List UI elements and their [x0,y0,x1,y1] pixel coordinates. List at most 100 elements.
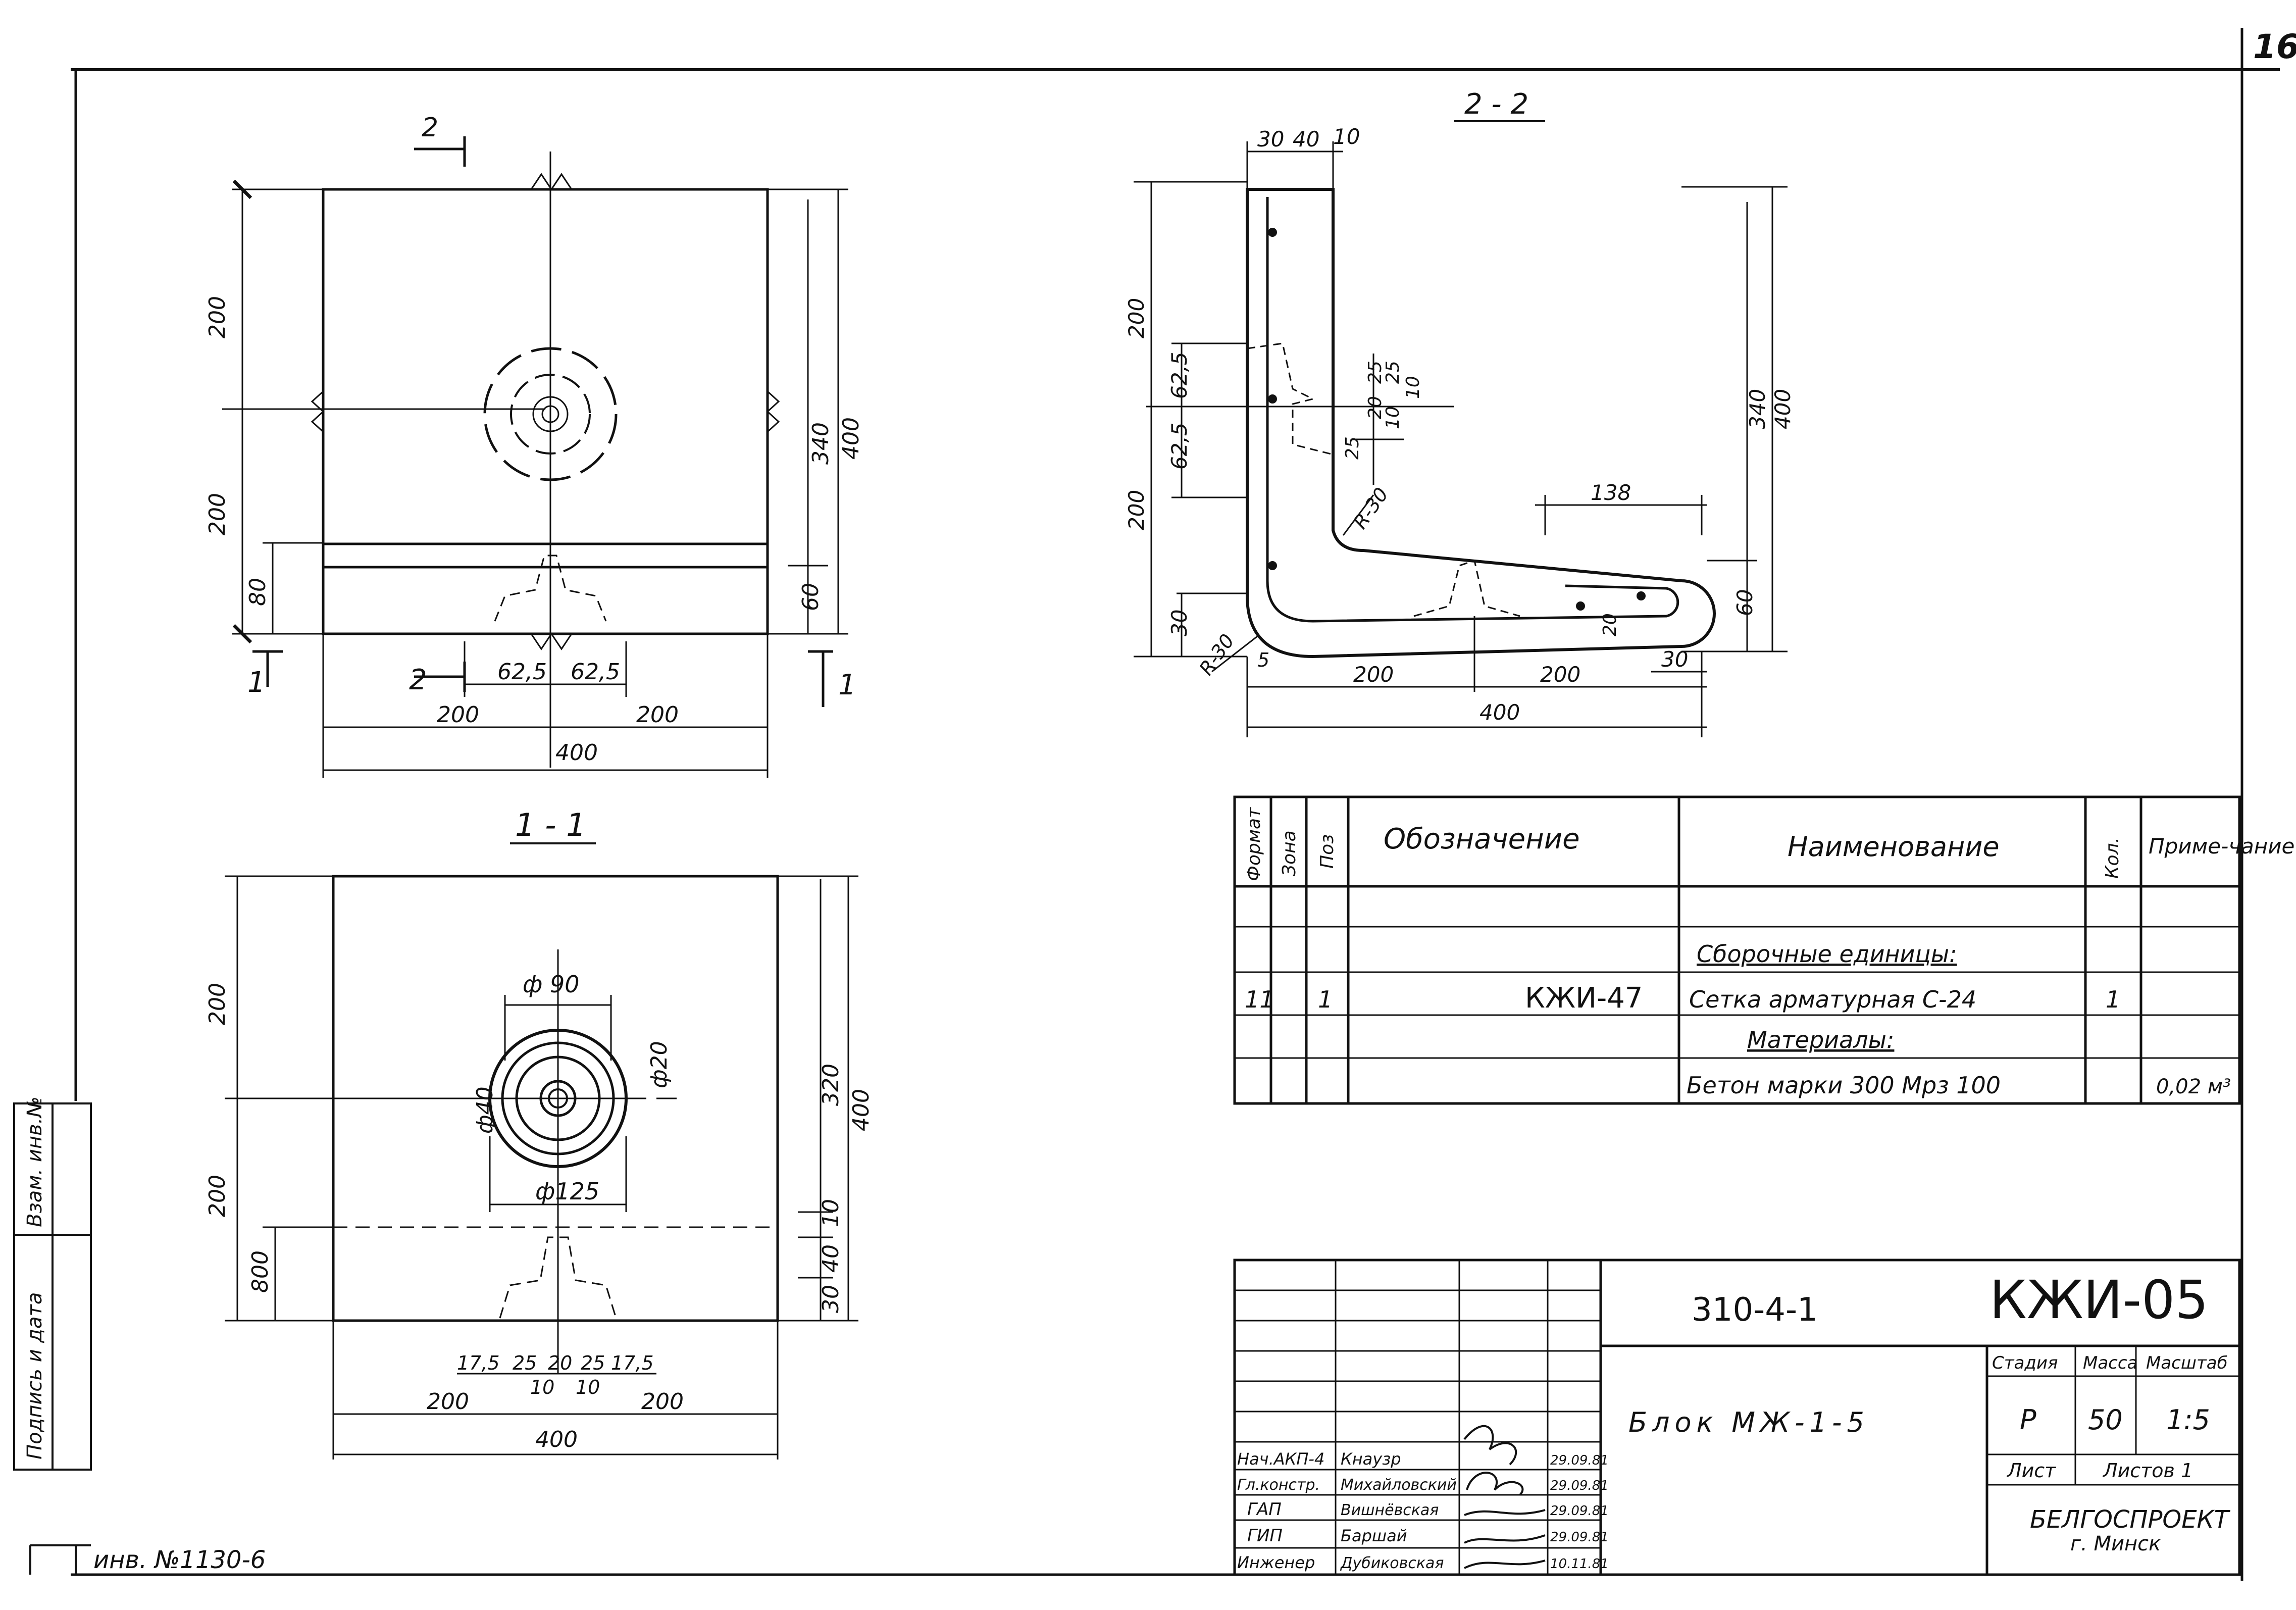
spec-row-1-format: 11 [1245,986,1274,1013]
spec-row-1-designation: КЖИ-47 [1525,982,1643,1015]
s22-dim-top-2: 10 [1333,124,1360,149]
sig-name-1: Михайловский [1341,1476,1457,1494]
sig-name-2: Вишнёвская [1341,1501,1439,1519]
s22-dim-top-1: 40 [1293,127,1319,152]
s22-dim-mid-1: 20 [1365,396,1386,419]
s22-dim-left-200a: 200 [1124,298,1149,338]
section-2-2-labels: 30 40 10 200 200 62,5 62,5 30 25 20 25 1… [1124,124,1795,725]
sig-date-4: 10.11.81 [1550,1556,1609,1572]
section-1-1-dimensions [225,875,858,1460]
s11-chain-3: 25 [581,1352,605,1374]
s22-dim-mid-4: 10 [1403,376,1423,399]
section-1-1-labels: ф 90 ф40 ф20 ф125 200 200 800 320 400 10… [205,971,874,1452]
plan-section-mark-1-left: 1 [247,666,266,699]
plan-section-mark-2-top: 2 [422,113,438,143]
stage-label: Стадия [1992,1353,2058,1373]
s11-phi125: ф125 [535,1178,599,1205]
item-name: Блок МЖ-1-5 [1628,1406,1869,1438]
plan-dim-right-60: 60 [798,583,824,611]
section-1-1-title: 1 - 1 [515,807,586,843]
title-block [1233,1259,2241,1576]
s22-dim-right-400: 400 [1770,389,1795,429]
s22-dim-138: 138 [1591,480,1631,505]
s11-dim-10b: 10 [576,1376,600,1398]
side-strip-label-1: Взам. инв.№ [23,1096,46,1227]
sig-date-0: 29.09.81 [1550,1453,1609,1468]
s22-dim-left-200b: 200 [1124,490,1149,530]
s22-dim-right-340: 340 [1745,389,1770,429]
spec-header-pos: Поз [1317,834,1338,869]
s22-radius-b: R-30 [1195,630,1239,679]
sig-date-3: 29.09.81 [1550,1530,1609,1545]
sheet-frame [71,28,2280,1581]
section-2-2-profile [1246,188,1716,659]
s11-dim-bottom-right: 200 [641,1389,684,1415]
sig-date-2: 29.09.81 [1550,1503,1609,1519]
section-2-2-title: 2 - 2 [1464,88,1528,121]
section-2-2-dimensions [1134,141,1788,737]
organization: БЕЛГОСПРОЕКТ [2030,1505,2231,1534]
spec-header-qty: Кол. [2102,837,2123,879]
plan-dim-left-upper: 200 [205,296,230,338]
s11-phi20: ф20 [646,1041,672,1088]
s11-dim-right-30: 30 [818,1285,844,1313]
inventory-box [29,1544,91,1575]
sheets-label: Листов 1 [2102,1460,2193,1482]
s22-dim-mid-2: 25 [1383,361,1403,384]
spec-row-1-qty: 1 [2106,986,2120,1013]
s11-dim-left-lower: 200 [205,1175,230,1217]
s22-dim-5: 5 [1257,649,1269,671]
s22-dim-bottom-400: 400 [1479,700,1520,725]
scale-label: Масштаб [2146,1353,2228,1373]
plan-dim-bottom-a: 62,5 [497,659,547,685]
city: г. Минск [2070,1532,2161,1555]
plan-dim-left-small: 80 [245,578,271,606]
s22-dim-left-30: 30 [1167,610,1192,636]
plan-section-mark-1-right: 1 [838,669,856,701]
sheet-label: Лист [2006,1460,2057,1482]
sig-role-0: Нач.АКП-4 [1237,1449,1324,1469]
s11-dim-left-upper: 200 [205,983,230,1025]
plan-dimensions [222,136,848,778]
spec-headers: Формат Зона Поз Обозначение Наименование… [1244,807,2294,881]
s22-dim-left-625a: 62,5 [1167,351,1192,399]
s11-dim-right-40: 40 [818,1244,844,1273]
s11-dim-right-10: 10 [818,1199,844,1227]
s11-chain-1: 25 [513,1352,537,1374]
s22-dim-mid-5: 25 [1365,361,1386,384]
spec-row-3-name: Бетон марки 300 Мрз 100 [1687,1072,2001,1099]
s11-chain-4: 17,5 [611,1352,654,1374]
spec-header-zone: Зона [1279,830,1300,876]
s11-phi90: ф 90 [523,971,579,998]
side-strip [13,1102,92,1471]
s11-dim-bottom-left: 200 [427,1389,469,1415]
s11-dim-10a: 10 [530,1376,554,1398]
plan-labels: 2 2 1 1 200 200 80 340 400 60 62,5 62,5 … [205,113,864,766]
spec-header-name: Наименование [1788,831,2000,863]
sig-date-1: 29.09.81 [1550,1478,1609,1493]
document-code: КЖИ-05 [1989,1269,2209,1331]
spec-row-3-note: 0,02 м³ [2156,1075,2231,1098]
mass-value: 50 [2088,1404,2123,1436]
s11-dim-left-small: 800 [247,1250,273,1293]
spec-row-1-name: Сетка арматурная С-24 [1689,986,1976,1013]
stage-value: Р [2020,1404,2036,1436]
spec-row-1-pos: 1 [1318,986,1333,1013]
sig-role-4: Инженер [1237,1553,1315,1572]
s11-chain-2: 20 [548,1352,572,1374]
s11-dim-bottom-total: 400 [535,1427,578,1452]
plan-dim-left-lower: 200 [205,493,230,535]
sig-name-0: Кнаузр [1341,1449,1401,1469]
plan-dim-right-340: 340 [808,422,834,465]
scale-value: 1:5 [2166,1404,2210,1436]
inventory-note: инв. №1130-6 [93,1546,266,1574]
plan-view [311,173,780,650]
mass-label: Масса [2083,1353,2137,1373]
s22-radius-a: R-30 [1349,483,1393,533]
plan-dim-bottom-b: 62,5 [571,659,620,685]
s11-chain-0: 17,5 [457,1352,500,1374]
sig-role-1: Гл.констр. [1237,1476,1320,1494]
plan-section-mark-2-bottom: 2 [409,664,427,696]
spec-header-designation: Обозначение [1384,823,1580,856]
